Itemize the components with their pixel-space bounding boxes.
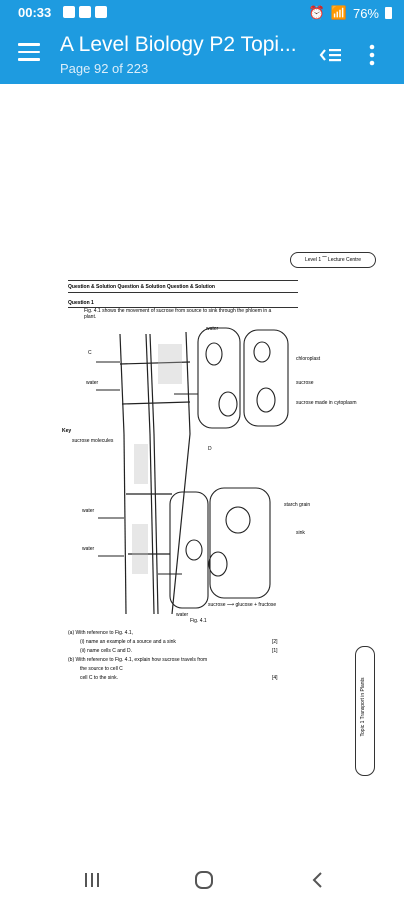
back-button[interactable] — [303, 868, 333, 892]
label-water: water — [176, 612, 189, 618]
topic-side-tab: Topic 1 Transport in Plants — [355, 646, 375, 776]
label-d: D — [208, 446, 212, 452]
phloem-diagram: C water water water water water D Key su… — [62, 326, 357, 618]
recents-icon — [85, 873, 99, 887]
battery-percent: 76% — [352, 5, 379, 21]
question-text: Fig. 4.1 shows the movement of sucrose f… — [84, 308, 272, 320]
figure-caption: Fig. 4.1 — [190, 618, 207, 624]
youtube-notification-icon — [79, 6, 91, 18]
app-bar: A Level Biology P2 Topi... Page 92 of 22… — [0, 26, 404, 84]
question-part-a-i: (i) name an example of a source and a si… — [80, 639, 176, 645]
label-sink: sink — [296, 530, 305, 536]
label-chloroplast: chloroplast — [296, 356, 321, 362]
label-sucrose-molecules: sucrose molecules — [72, 438, 114, 444]
status-right: ⏰ 📶 76% — [309, 5, 392, 21]
page-counter: Page 92 of 223 — [60, 61, 149, 76]
image-notification-icon — [63, 6, 75, 18]
menu-button[interactable] — [18, 43, 40, 61]
label-water: water — [82, 546, 95, 552]
question-part-b: (b) With reference to Fig. 4.1, explain … — [68, 657, 208, 663]
label-c: C — [88, 350, 92, 356]
hamburger-line — [18, 58, 40, 61]
divider — [68, 280, 298, 281]
page-header-tag: Level 1 ⁀ Lecture Centre — [290, 252, 376, 268]
section-title: Question & Solution Question & Solution … — [68, 284, 215, 290]
back-icon — [312, 872, 322, 888]
battery-icon — [385, 7, 392, 19]
question-part-a-ii: (ii) name cells C and D. — [80, 648, 132, 654]
check-notification-icon — [95, 6, 107, 18]
source-cells — [197, 327, 289, 429]
sieve-tube-upper — [119, 331, 191, 435]
topic-side-label: Topic 1 Transport in Plants — [360, 677, 366, 737]
label-water: water — [206, 326, 219, 332]
label-sucrose: sucrose — [296, 380, 314, 386]
question-part-b-line: the source to cell C — [80, 666, 123, 672]
notification-icons — [63, 6, 107, 18]
pdf-page: Level 1 ⁀ Lecture Centre Question & Solu… — [58, 246, 378, 696]
more-vert-icon — [369, 44, 375, 66]
question-part-a: (a) With reference to Fig. 4.1, — [68, 630, 134, 636]
sieve-tube-lower — [123, 433, 191, 615]
label-sucrose-made: sucrose made in cytoplasm — [296, 400, 357, 406]
table-of-contents-button[interactable] — [318, 44, 344, 66]
divider — [68, 292, 298, 293]
document-title: A Level Biology P2 Topi... — [60, 33, 297, 56]
status-time: 00:33 — [18, 5, 52, 20]
home-icon — [195, 871, 213, 889]
sink-cells — [169, 487, 271, 609]
question-part-b-line: cell C to the sink. — [80, 675, 119, 681]
label-starch-grain: starch grain — [284, 502, 310, 508]
alarm-icon: ⏰ — [308, 5, 325, 20]
list-icon — [319, 49, 341, 62]
document-viewer[interactable]: Level 1 ⁀ Lecture Centre Question & Solu… — [0, 84, 404, 860]
hamburger-line — [18, 50, 40, 53]
status-bar: 00:33 ⏰ 📶 76% — [0, 0, 404, 26]
marks: [1] — [272, 648, 278, 654]
wifi-icon: 📶 — [330, 5, 347, 20]
divider — [68, 307, 298, 308]
label-water: water — [86, 380, 99, 386]
marks: [2] — [272, 639, 278, 645]
home-button[interactable] — [189, 868, 219, 892]
sucrose-stipple — [132, 344, 182, 574]
label-water: water — [82, 508, 95, 514]
hamburger-line — [18, 43, 40, 46]
marks: [4] — [272, 675, 278, 681]
flow-arrows — [96, 361, 198, 575]
system-nav-bar — [0, 860, 404, 900]
label-sucrose-glucose: sucrose ⟶ glucose + fructose — [208, 602, 276, 608]
question-label: Question 1 — [68, 300, 94, 306]
recent-apps-button[interactable] — [77, 868, 107, 892]
more-options-button[interactable] — [362, 42, 382, 68]
label-key: Key — [62, 428, 71, 434]
